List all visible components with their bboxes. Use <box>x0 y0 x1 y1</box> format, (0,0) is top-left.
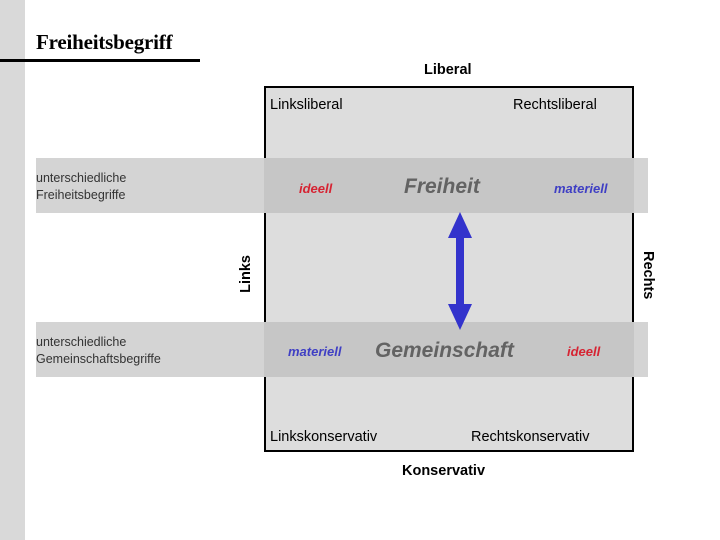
row-band-freiheit-inner <box>264 158 634 213</box>
concept-word-freiheit: Freiheit <box>404 175 480 198</box>
title-underline-rule <box>0 59 200 62</box>
row-label-freiheitsbegriffe: unterschiedliche Freiheitsbegriffe <box>36 171 127 202</box>
row-band-gemeinschaft-inner <box>264 322 634 377</box>
left-sidebar-strip <box>0 0 25 540</box>
marker-materiell-freiheit-right: materiell <box>554 181 608 196</box>
concept-word-gemeinschaft: Gemeinschaft <box>375 339 514 362</box>
marker-ideell-gemeinschaft-right: ideell <box>567 344 601 359</box>
quadrant-label-linkskonservativ: Linkskonservativ <box>270 429 378 445</box>
axis-label-liberal: Liberal <box>418 62 478 78</box>
page-title: Freiheitsbegriff <box>36 30 173 54</box>
row-label-gemeinschaftsbegriffe: unterschiedliche Gemeinschaftsbegriffe <box>36 335 161 366</box>
axis-label-links: Links <box>238 252 254 296</box>
quadrant-matrix-box <box>264 86 634 452</box>
quadrant-label-linksliberal: Linksliberal <box>270 97 343 113</box>
marker-ideell-freiheit-left: ideell <box>299 181 333 196</box>
quadrant-label-rechtskonservativ: Rechtskonservativ <box>471 429 590 445</box>
axis-label-rechts: Rechts <box>640 248 656 303</box>
double-arrow-icon <box>448 212 472 330</box>
axis-label-konservativ: Konservativ <box>396 463 492 479</box>
marker-materiell-gemeinschaft-left: materiell <box>288 344 342 359</box>
quadrant-label-rechtsliberal: Rechtsliberal <box>513 97 597 113</box>
